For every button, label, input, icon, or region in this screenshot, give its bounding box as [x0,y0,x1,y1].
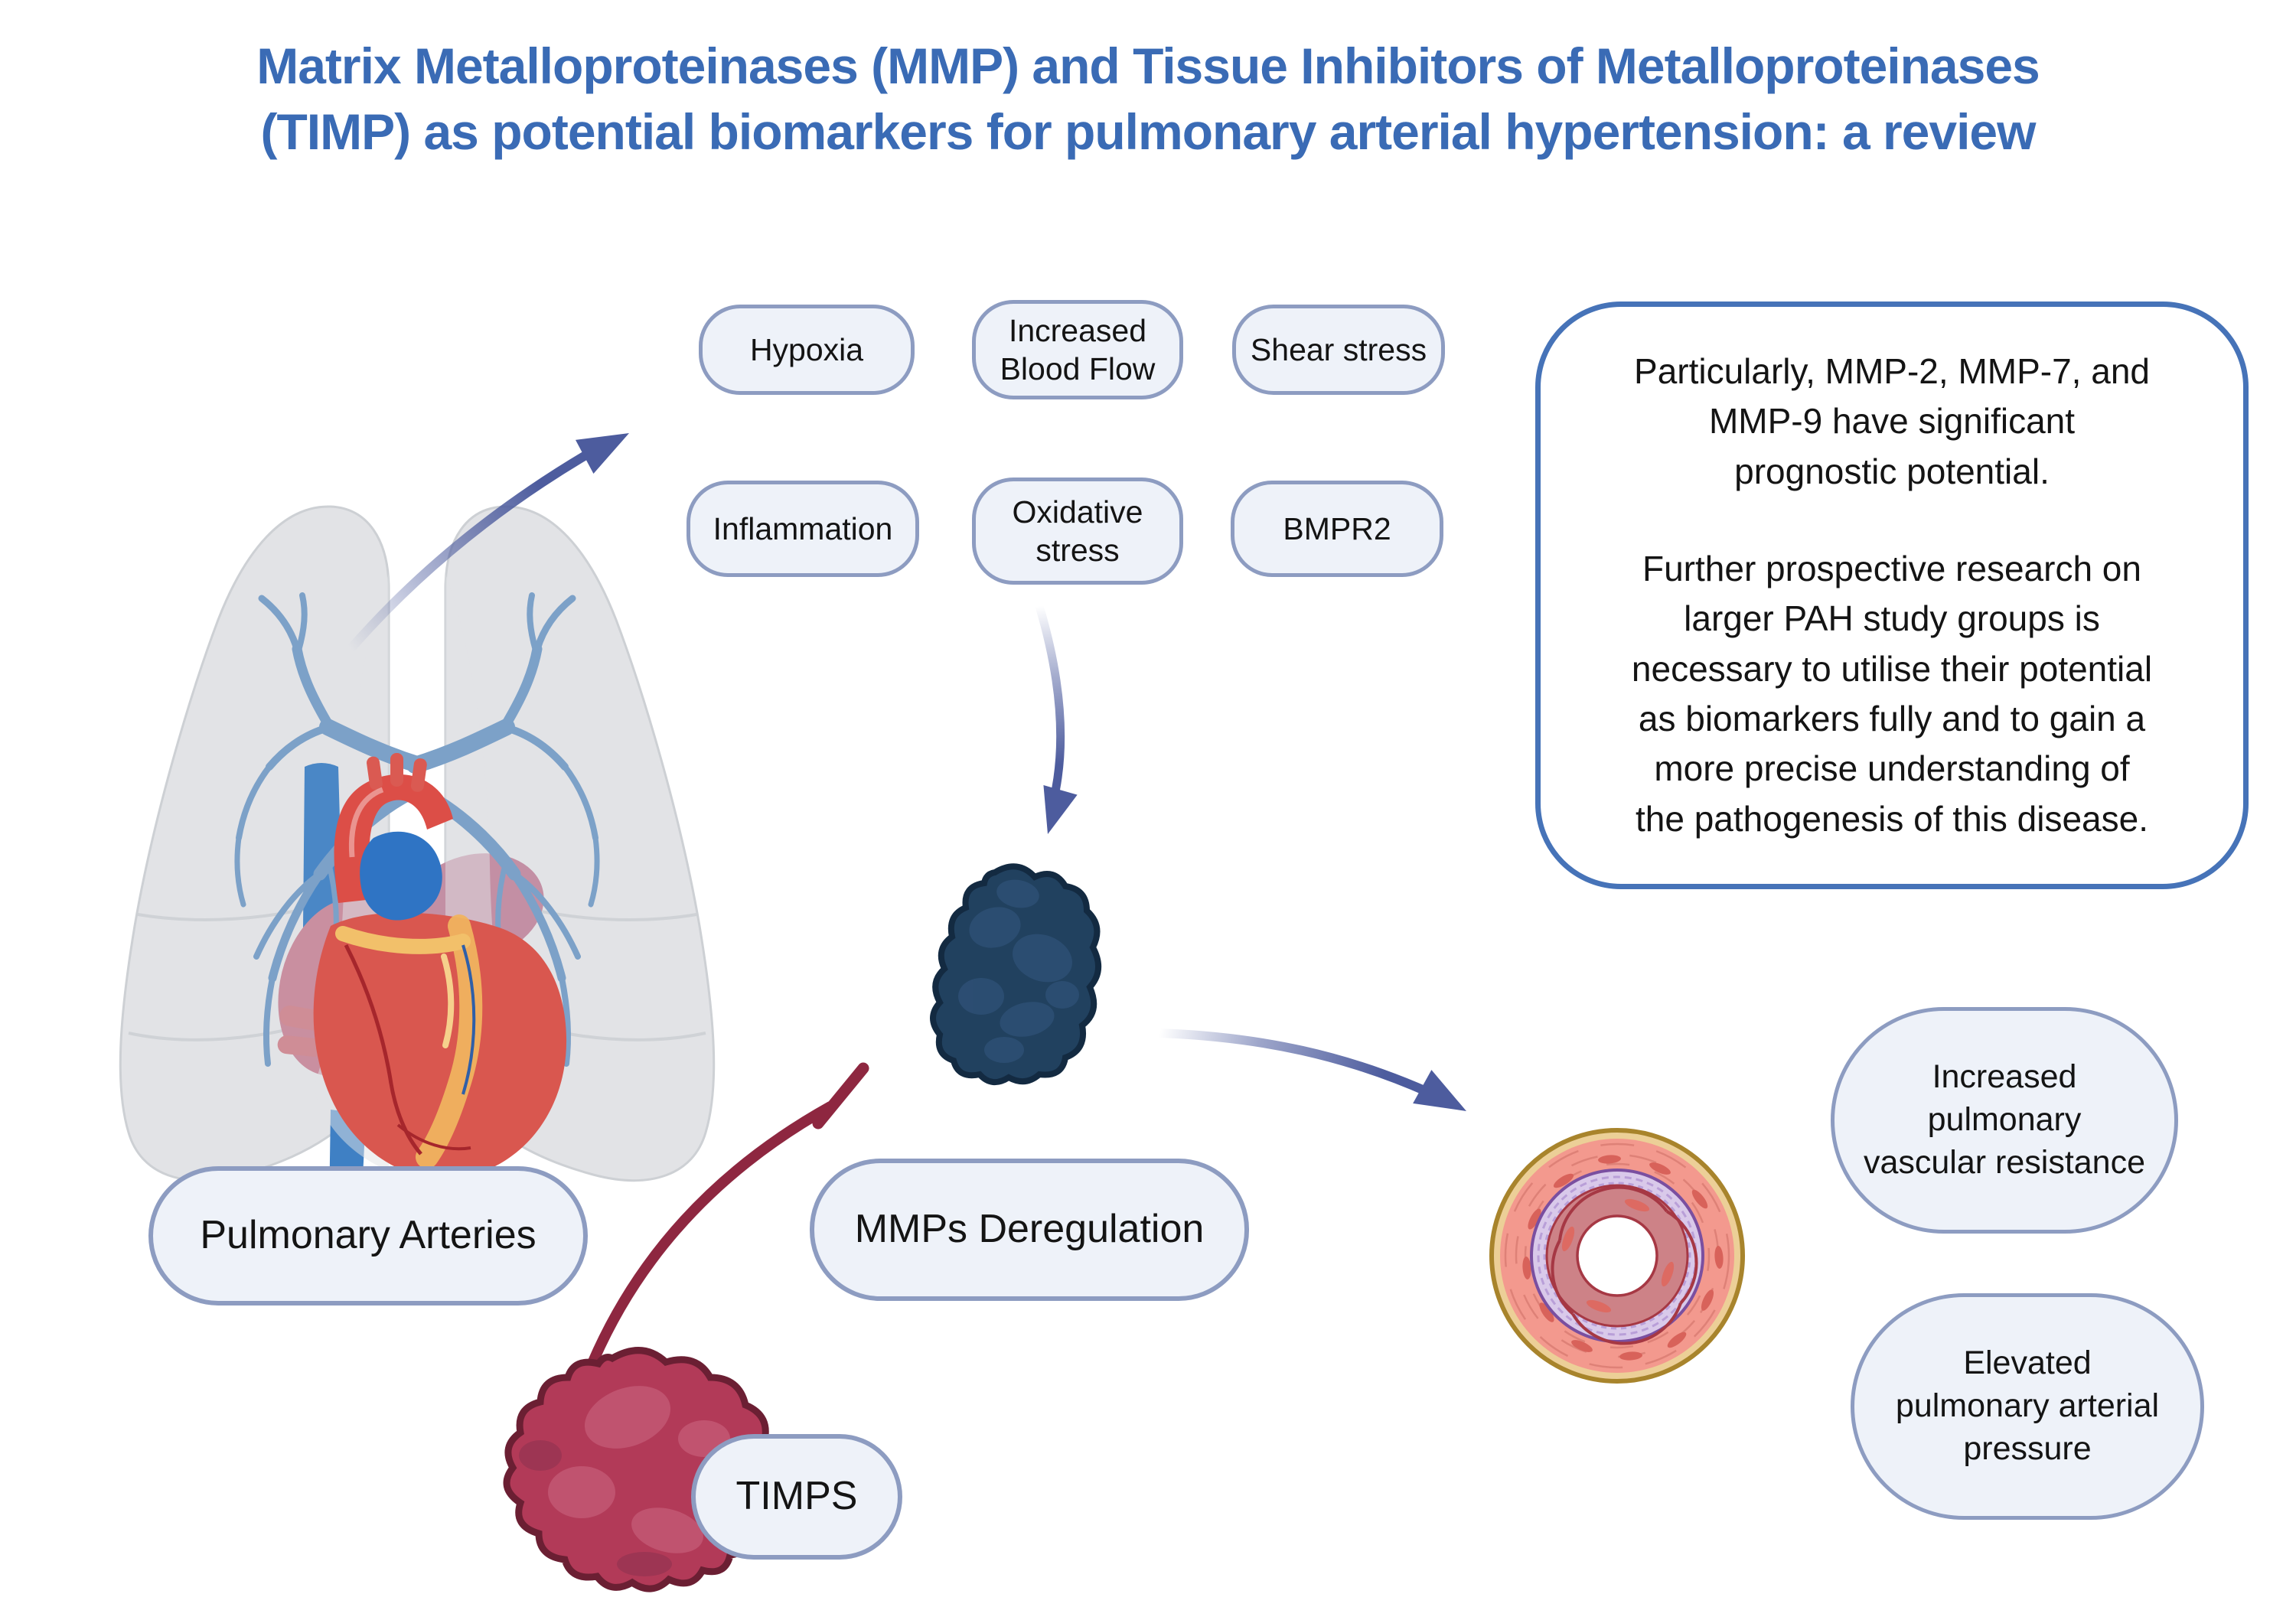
heart-icon [313,753,567,1179]
factor-pill-shear-stress: Shear stress [1232,305,1445,395]
outcome-pill-arterial-pressure: Elevated pulmonary arterial pressure [1851,1293,2204,1520]
mmp-protein-blob-icon [930,863,1101,1085]
factor-pill-inflammation: Inflammation [687,481,919,577]
curved-arrow-mmp-to-artery-icon [1155,1028,1466,1111]
inner-cell-nuclei [1561,1198,1675,1313]
summary-paragraph-2: Further prospective research on larger P… [1631,549,2153,839]
outcome-pill-vascular-resistance: Increased pulmonary vascular resistance [1831,1007,2178,1234]
artery-cross-section-illustration [1489,1128,1745,1384]
curved-arrow-factors-to-mmp-icon [1035,601,1078,834]
label-timps: TIMPS [691,1434,902,1560]
factor-pill-hypoxia: Hypoxia [699,305,915,395]
curved-arrow-lungs-to-factors-icon [346,433,629,654]
factor-pill-increased-blood-flow: Increased Blood Flow [972,300,1183,399]
page-title: Matrix Metalloproteinases (MMP) and Tiss… [256,37,2040,160]
factor-pill-oxidative-stress: Oxidative stress [972,478,1183,585]
label-pulmonary-arteries: Pulmonary Arteries [148,1166,588,1305]
summary-text-box: Particularly, MMP-2, MMP-7, and MMP-9 ha… [1535,302,2249,889]
summary-paragraph-1: Particularly, MMP-2, MMP-7, and MMP-9 ha… [1634,351,2150,491]
lungs-heart-illustration [119,505,716,1213]
inhibition-arrow-timp-to-mmp-icon [575,1062,869,1400]
factor-pill-bmpr2: BMPR2 [1231,481,1443,577]
label-mmps-deregulation: MMPs Deregulation [810,1159,1249,1301]
